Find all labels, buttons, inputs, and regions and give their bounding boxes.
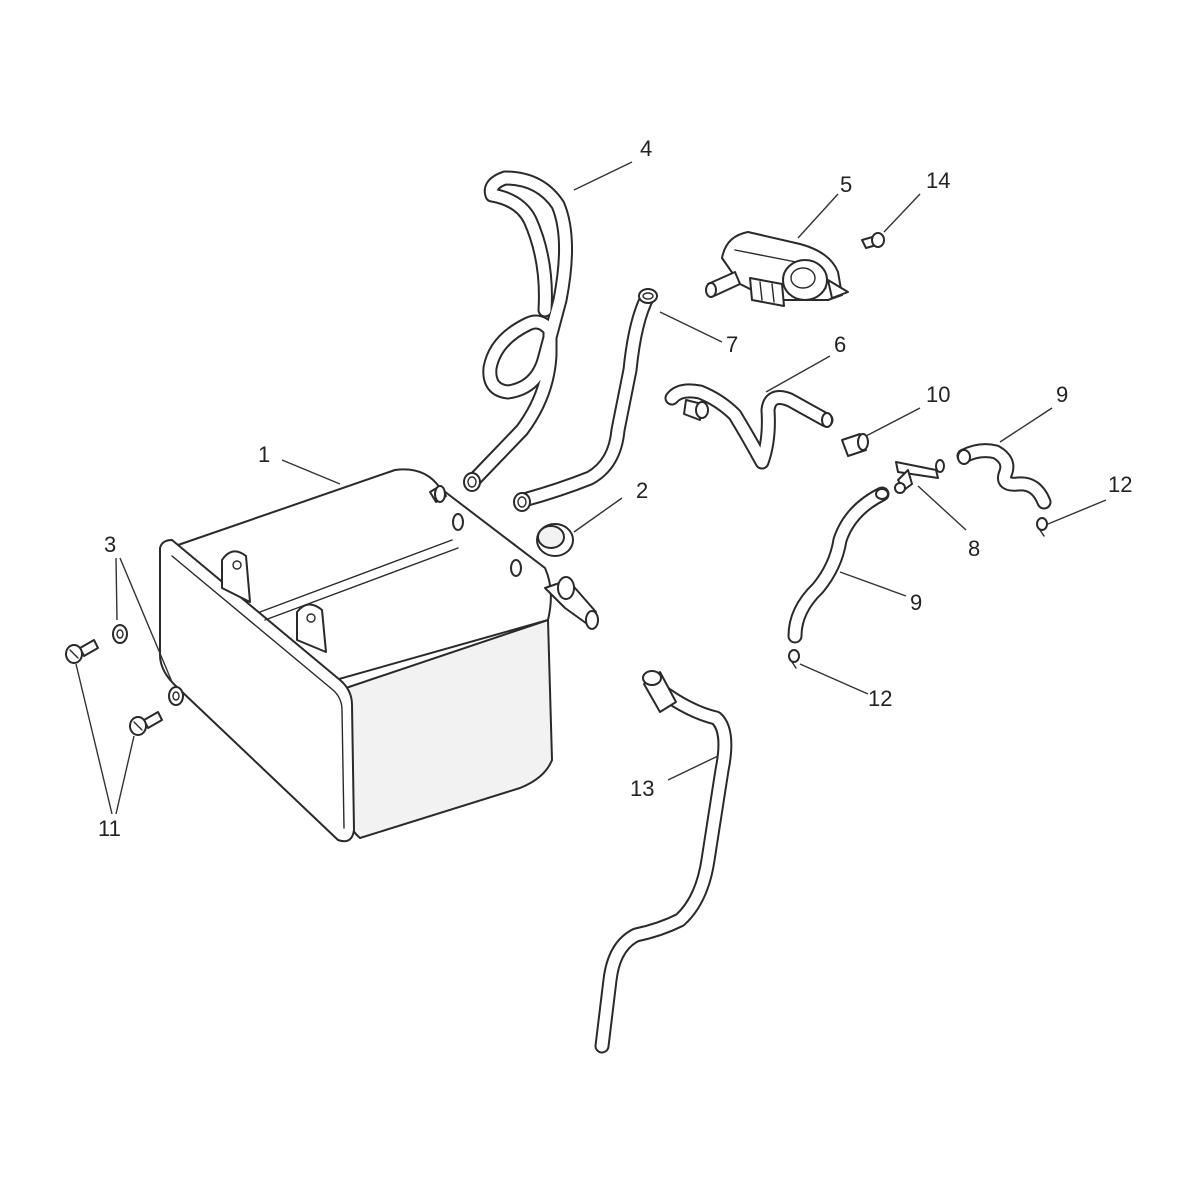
- washer-lower-part: [168, 686, 184, 706]
- callout-10: 10: [926, 382, 950, 407]
- hose-9-upper-part: [956, 443, 1052, 510]
- washer-upper-part: [112, 624, 128, 644]
- callout-4: 4: [640, 136, 652, 161]
- callout-11: 11: [98, 816, 121, 841]
- purge-valve-part: [705, 231, 849, 307]
- callout-12-upper: 12: [1108, 472, 1132, 497]
- callout-6: 6: [834, 332, 846, 357]
- screw-14-part: [861, 232, 885, 249]
- grommet-part: [536, 523, 574, 557]
- hose-7-part: [513, 288, 658, 512]
- callout-labels: 1 2 3 4 5 6 7 8 9 9 10 11 12 12 13 14: [98, 136, 1132, 841]
- hose-9-lower-part: [787, 486, 890, 644]
- hose-13-part: [594, 670, 733, 1054]
- clip-12-lower-part: [788, 649, 800, 669]
- callout-2: 2: [636, 478, 648, 503]
- tee-connector-part: [894, 459, 945, 494]
- canister-part: [159, 468, 599, 843]
- callout-13: 13: [630, 776, 654, 801]
- callout-14: 14: [926, 168, 950, 193]
- clip-12-upper-part: [1036, 517, 1048, 537]
- leader-lines: [75, 161, 1107, 815]
- callout-1: 1: [258, 442, 270, 467]
- bolt-upper-part: [65, 639, 99, 664]
- sleeve-part: [841, 433, 869, 457]
- callout-12-lower: 12: [868, 686, 892, 711]
- hose-6-part: [664, 383, 834, 470]
- callout-9-upper: 9: [1056, 382, 1068, 407]
- callout-5: 5: [840, 172, 852, 197]
- callout-3: 3: [104, 532, 116, 557]
- callout-8: 8: [968, 536, 980, 561]
- callout-7: 7: [726, 332, 738, 357]
- callout-9-lower: 9: [910, 590, 922, 615]
- hose-loop-part: [463, 170, 573, 492]
- bolt-lower-part: [129, 711, 163, 736]
